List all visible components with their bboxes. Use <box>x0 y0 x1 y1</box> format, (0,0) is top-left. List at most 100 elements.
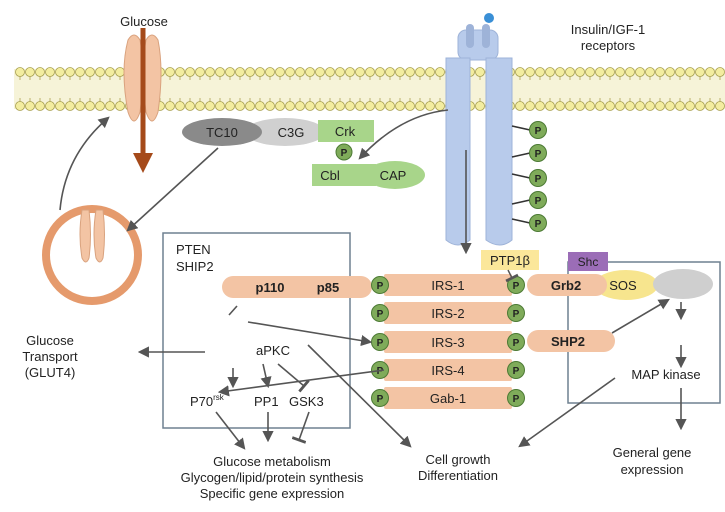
irs-phosphate-label: P <box>513 366 520 377</box>
irs-phosphate <box>507 304 525 322</box>
irs-phosphate-label: P <box>513 309 520 320</box>
shc-protein <box>568 252 608 271</box>
irs-protein-label: IRS-4 <box>431 363 464 378</box>
irs-phosphate-label: P <box>377 366 384 377</box>
shp2-protein <box>527 330 615 352</box>
sos-protein <box>594 270 658 300</box>
irs-protein-bar <box>384 274 512 296</box>
irs-protein-bar <box>384 387 512 409</box>
glucose-label: Glucose <box>120 14 168 29</box>
shp2-label: SHP2 <box>551 334 585 349</box>
cbl-phosphate-label: P <box>341 148 348 159</box>
tc10-protein <box>182 118 262 146</box>
irs-protein-label: Gab-1 <box>430 391 466 406</box>
insulin-ligand <box>484 13 494 23</box>
pi3k-to-irs3-arrow <box>247 321 373 347</box>
glut-label-line3: (GLUT4) <box>25 365 76 380</box>
receptor-phosphate <box>529 144 547 162</box>
irs-phosphate <box>371 304 389 322</box>
shp2-to-ras-arrow <box>611 298 670 334</box>
vesicle-to-membrane-arrow <box>59 116 110 211</box>
mapk-label: MAP kinase <box>631 367 700 382</box>
irs-phosphate <box>371 276 389 294</box>
shc-label: Shc <box>578 255 599 269</box>
irs-protein-bar <box>384 331 512 353</box>
cell-membrane <box>14 67 725 111</box>
metabolism-line2: Glycogen/lipid/protein synthesis <box>181 470 364 485</box>
growth-line1: Cell growth <box>425 452 490 467</box>
tc10-to-vesicle-arrow <box>126 147 219 232</box>
grb2-label: Grb2 <box>551 278 581 293</box>
growth-line2: Differentiation <box>418 468 498 483</box>
receptor-phosphate-label: P <box>535 174 542 185</box>
cbl-protein <box>312 164 376 186</box>
pp1-label: PP1 <box>254 394 279 409</box>
glut4-vesicle <box>42 205 142 305</box>
irs-phosphate <box>507 389 525 407</box>
sos-label: SOS <box>609 278 637 293</box>
glut-label-line1: Glucose <box>26 333 74 348</box>
receptor-p-link <box>511 199 531 205</box>
irs-phosphate <box>507 333 525 351</box>
ship2-label: SHIP2 <box>176 259 214 274</box>
p110-protein <box>222 276 322 298</box>
pten-label: PTEN <box>176 242 211 257</box>
c3g-protein <box>245 118 325 146</box>
receptor-to-crk-arrow <box>358 109 449 160</box>
metabolism-line1: Glucose metabolism <box>213 454 331 469</box>
p85-label: p85 <box>317 280 339 295</box>
irs-protein-bar <box>384 359 512 381</box>
grb2-protein <box>527 274 607 296</box>
gene-expression-line1: General gene <box>613 445 692 460</box>
irs-phosphate <box>507 361 525 379</box>
pi3k-box <box>162 232 351 429</box>
tc10-label: TC10 <box>206 125 238 140</box>
cap-label: CAP <box>380 168 407 183</box>
irs-phosphate-label: P <box>513 281 520 292</box>
c3g-label: C3G <box>278 125 305 140</box>
receptor-phosphate <box>529 214 547 232</box>
receptor-label-line2: receptors <box>581 38 636 53</box>
pathway-arrows <box>59 109 687 450</box>
irs-phosphate-label: P <box>377 338 384 349</box>
receptor-label-line1: Insulin/IGF-1 <box>571 22 645 37</box>
receptor-p-link <box>511 173 531 179</box>
ptp1b-inhibition <box>505 269 519 283</box>
crk-protein <box>318 120 374 142</box>
irs-phosphate <box>371 389 389 407</box>
irs-phosphate-label: P <box>513 394 520 405</box>
gsk3-label: GSK3 <box>289 394 324 409</box>
apkc-label: aPKC <box>256 343 290 358</box>
ptp1b-label: PTP1β <box>490 253 530 268</box>
receptor-phosphate <box>529 191 547 209</box>
irs-protein-bar <box>384 302 512 324</box>
receptor-phosphate-label: P <box>535 126 542 137</box>
irs-protein-label: IRS-1 <box>431 278 464 293</box>
receptor-phosphate <box>529 169 547 187</box>
pi3k-to-growth-arrow <box>307 344 412 448</box>
glut4-transporter <box>123 28 162 173</box>
apkc-to-gsk3-arrow <box>277 363 310 393</box>
receptor-phosphate-label: P <box>535 196 542 207</box>
irs-protein-label: IRS-2 <box>431 306 464 321</box>
apkc-to-pp1-arrow <box>260 363 272 389</box>
p70-to-metabolism-arrow <box>215 411 246 450</box>
ras-protein <box>653 269 713 299</box>
p85-protein <box>300 276 372 298</box>
receptor-p-link <box>511 125 531 131</box>
irs4-to-p70-arrow <box>217 369 385 397</box>
irs-phosphate-label: P <box>377 281 384 292</box>
irs-phosphate-label: P <box>377 394 384 405</box>
receptor-p-link <box>511 218 531 224</box>
irs-phosphate-label: P <box>377 309 384 320</box>
ptp1b-protein <box>481 250 539 270</box>
cap-protein <box>365 161 425 189</box>
p110-label: p110 <box>256 280 285 295</box>
gsk3-to-metabolism-arrow <box>291 411 310 444</box>
insulin-receptor <box>445 13 513 246</box>
receptor-phosphate-label: P <box>535 219 542 230</box>
receptor-phosphate-label: P <box>535 149 542 160</box>
cbl-phosphate <box>335 143 353 161</box>
